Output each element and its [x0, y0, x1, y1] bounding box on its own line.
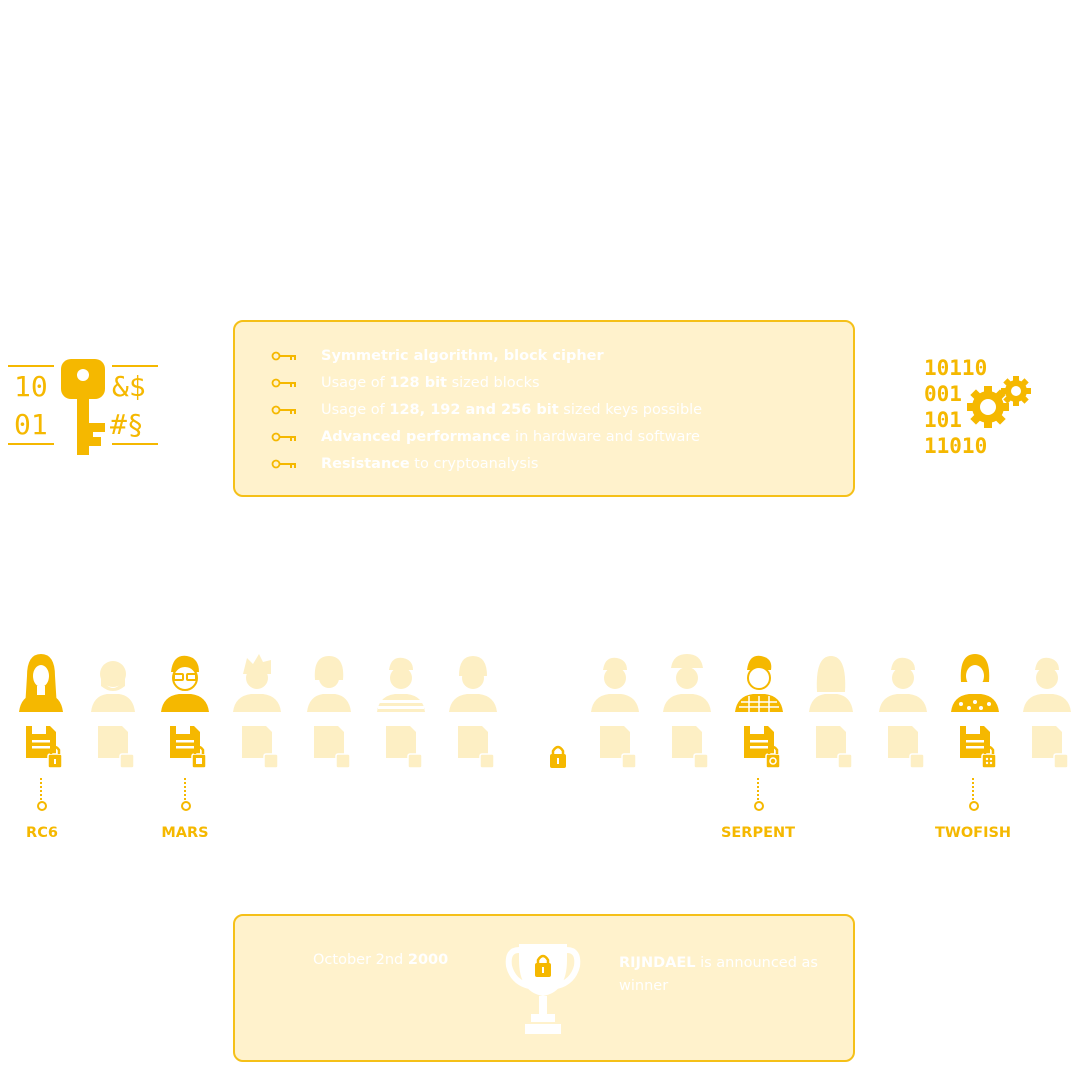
feature-text: Usage of — [321, 375, 390, 391]
person-man-suit-icon — [1023, 657, 1071, 712]
feature-item: Advanced performance in hardware and sof… — [271, 427, 700, 447]
locked-disk-icon — [242, 726, 279, 769]
feature-bold-2: 128 bit — [389, 375, 447, 391]
key-graphic: 10 01 &$ #§ — [6, 355, 166, 465]
connector-line — [972, 778, 976, 800]
person-suspenders-icon — [449, 656, 497, 712]
feature-bold: Advanced performance — [321, 429, 511, 445]
locked-disk-icon — [888, 726, 925, 769]
winner-text: is announced as winner — [619, 955, 818, 994]
gears-icon — [967, 376, 1031, 428]
locked-disk-icon — [98, 726, 135, 769]
locked-disk-icon — [816, 726, 853, 769]
connector-dot — [969, 801, 979, 811]
finalist-label-mars: MARS — [161, 825, 209, 841]
binary-gears-graphic: 10110 001 101 11010 — [922, 355, 1037, 465]
feature-bold-2: 128, 192 and 256 bit — [389, 402, 559, 418]
person-bearded-icon — [91, 661, 135, 712]
person-spiky-hair-icon — [233, 654, 281, 712]
connector-line — [184, 778, 188, 800]
binary-line-1: 10110 — [924, 356, 988, 380]
feature-text-2: sized blocks — [446, 375, 540, 391]
person-female-dotted-icon — [951, 654, 999, 712]
person-female-icon — [19, 654, 63, 712]
locked-disk-icon — [386, 726, 423, 769]
features-panel: Symmetric algorithm, block cipher Usage … — [233, 320, 855, 497]
feature-text: Usage of — [321, 402, 390, 418]
locked-disk-icon — [26, 726, 63, 769]
connector-line — [757, 778, 761, 800]
binary-line-4: 11010 — [924, 434, 988, 458]
person-man-icon — [591, 657, 639, 712]
winner-date-year: 2000 — [407, 952, 449, 968]
binary-line-3: 101 — [924, 408, 962, 432]
winner-announcement: RIJNDAEL is announced as winner — [619, 952, 829, 998]
finalist-label-rc6: RC6 — [26, 825, 58, 841]
person-checked-shirt-icon — [879, 657, 927, 712]
connector-dot — [754, 801, 764, 811]
small-key-icon — [271, 351, 296, 361]
key-icon — [61, 359, 105, 455]
locked-disk-icon — [314, 726, 351, 769]
feature-item: Resistance to cryptoanalysis — [271, 454, 538, 474]
person-striped-shirt-icon — [377, 657, 425, 712]
connector-dot — [181, 801, 191, 811]
small-key-icon — [271, 459, 296, 469]
feature-item: Symmetric algorithm, block cipher — [271, 346, 604, 366]
finalist-label-twofish: TWOFISH — [934, 825, 1012, 841]
trophy-icon — [505, 944, 581, 1034]
locked-disk-icon — [600, 726, 637, 769]
small-key-icon — [271, 378, 296, 388]
locked-disk-icon — [744, 726, 781, 769]
feature-text-2: sized keys possible — [558, 402, 703, 418]
padlock-icon — [550, 745, 566, 768]
small-key-icon — [271, 405, 296, 415]
feature-item: Usage of 128, 192 and 256 bit sized keys… — [271, 400, 702, 420]
person-female-short-icon — [307, 656, 351, 712]
key-code-tl: 10 — [14, 370, 48, 403]
feature-text: to cryptoanalysis — [409, 456, 539, 472]
person-long-hair-icon — [809, 656, 853, 712]
person-cap-icon — [663, 654, 711, 712]
key-code-bl: 01 — [14, 408, 48, 441]
locked-disk-icon — [170, 726, 207, 769]
connector-dot — [37, 801, 47, 811]
key-code-tr: &$ — [112, 370, 146, 403]
locked-disk-icon — [960, 726, 997, 769]
person-plaid-shirt-icon — [735, 655, 783, 712]
winner-date: October 2nd 2000 — [313, 952, 448, 968]
winner-date-prefix: October 2nd — [313, 952, 408, 968]
feature-bold: Resistance — [321, 456, 410, 472]
winner-name: RIJNDAEL — [619, 955, 696, 971]
locked-disk-icon — [1032, 726, 1069, 769]
locked-disk-icon — [458, 726, 495, 769]
feature-text: in hardware and software — [510, 429, 700, 445]
feature-bold: Symmetric algorithm, block cipher — [321, 348, 604, 364]
connector-line — [40, 778, 44, 800]
feature-item: Usage of 128 bit sized blocks — [271, 373, 540, 393]
person-glasses-icon — [161, 655, 209, 712]
winner-panel: October 2nd 2000 RIJNDAEL is announced a… — [233, 914, 855, 1062]
small-key-icon — [271, 432, 296, 442]
binary-line-2: 001 — [924, 382, 962, 406]
finalist-label-serpent: SERPENT — [720, 825, 796, 841]
locked-disk-icon — [672, 726, 709, 769]
key-code-br: #§ — [110, 408, 144, 441]
